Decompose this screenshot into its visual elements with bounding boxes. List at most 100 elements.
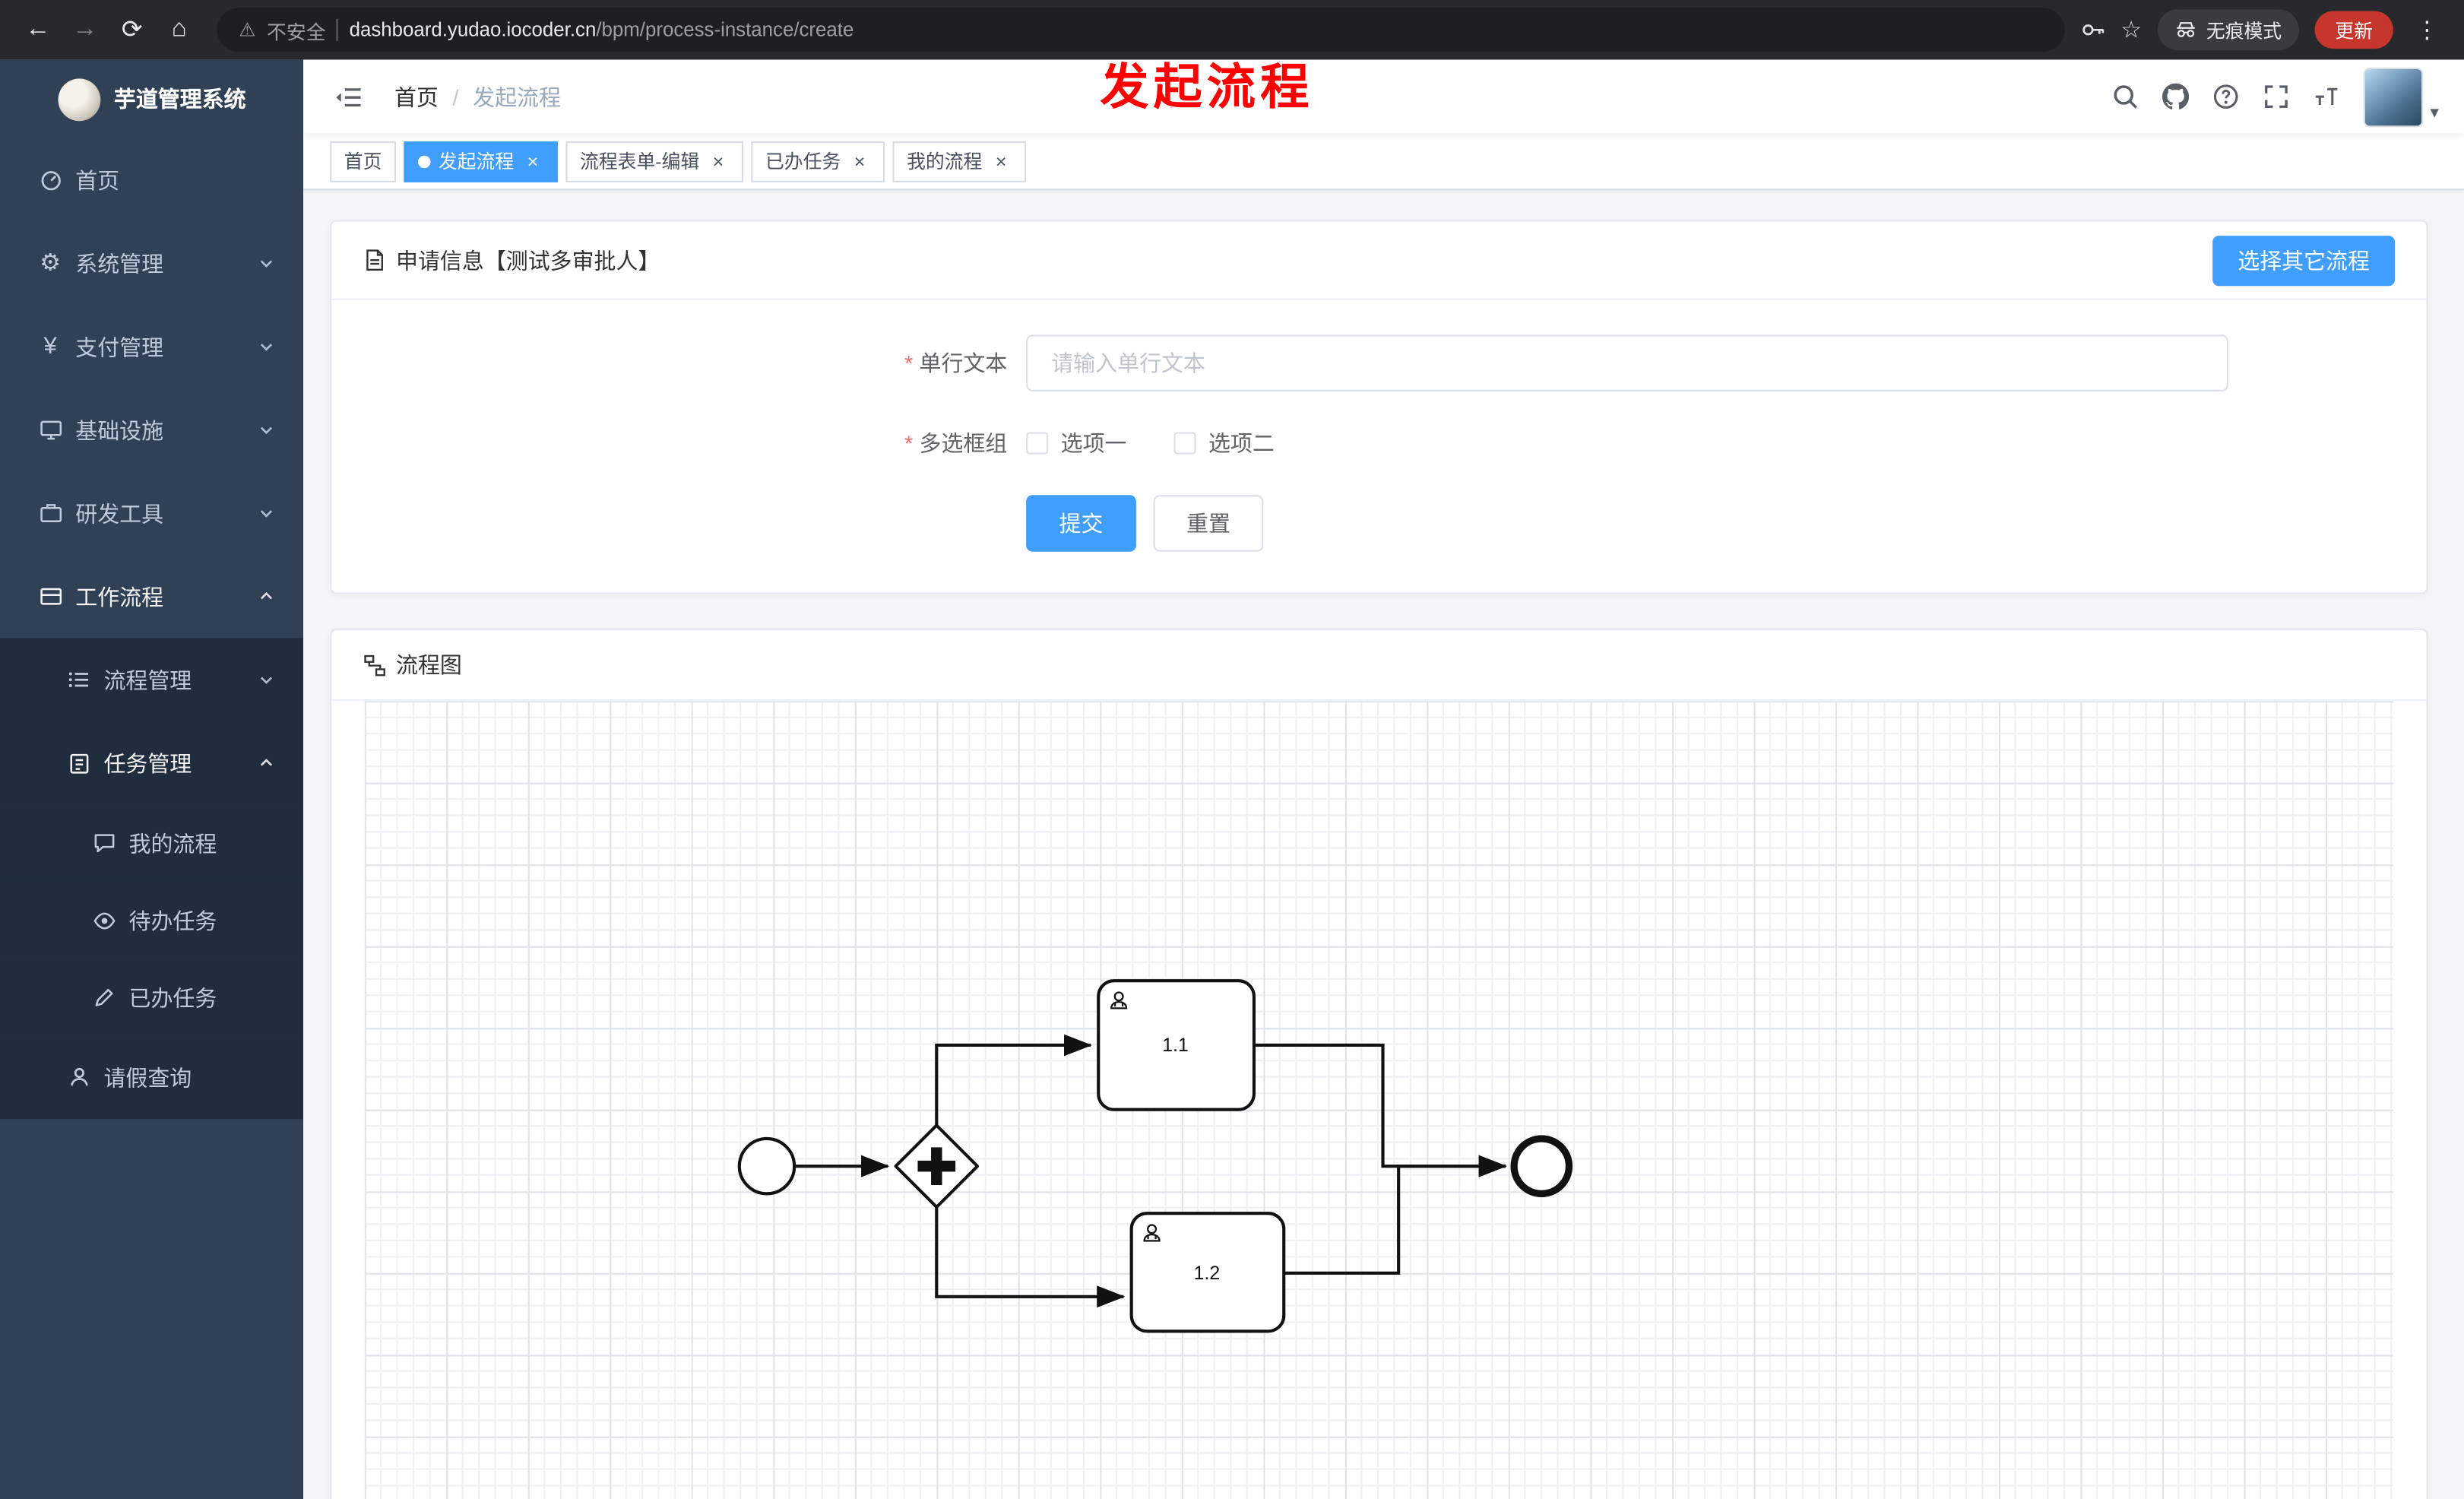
checkbox-icon <box>1026 432 1049 455</box>
sequence-flow <box>935 1206 1126 1308</box>
warning-icon: ⚠ <box>239 18 256 41</box>
font-size-icon[interactable] <box>2314 84 2340 110</box>
omnibox-separator <box>337 18 339 41</box>
select-other-process-button[interactable]: 选择其它流程 <box>2212 235 2396 286</box>
bpmn-canvas: 1.1 1.2 <box>331 701 2426 1499</box>
single-text-input[interactable] <box>1026 334 2228 391</box>
start-event[interactable] <box>737 1136 797 1196</box>
tab-initiate-process[interactable]: 发起流程 × <box>404 141 559 182</box>
process-list-icon <box>66 667 91 692</box>
field-label-single-text: 单行文本 <box>331 347 1026 379</box>
address-bar[interactable]: ⚠ 不安全 dashboard.yudao.iocoder.cn/bpm/pro… <box>217 8 2064 52</box>
incognito-label: 无痕模式 <box>2206 19 2282 42</box>
close-icon[interactable]: × <box>854 150 866 173</box>
search-icon[interactable] <box>2113 84 2139 110</box>
diagram-icon <box>363 653 387 677</box>
close-icon[interactable]: × <box>712 150 724 173</box>
end-event[interactable] <box>1510 1135 1573 1197</box>
card-title: 申请信息【测试多审批人】 <box>396 247 660 273</box>
tab-done-tasks[interactable]: 已办任务 × <box>751 141 885 182</box>
key-icon[interactable] <box>2080 17 2105 43</box>
breadcrumb-home[interactable]: 首页 <box>394 84 439 109</box>
sidebar-item-process-management[interactable]: 流程管理 <box>0 638 304 722</box>
security-label: 不安全 <box>267 21 326 43</box>
sidebar-item-system-management[interactable]: ⚙ 系统管理 <box>0 222 303 306</box>
chevron-down-icon <box>260 510 273 518</box>
sidebar-item-home[interactable]: 首页 <box>0 138 303 222</box>
form-icon <box>363 249 387 272</box>
field-label-checkbox-group: 多选框组 <box>331 427 1026 458</box>
url-path: /bpm/process-instance/create <box>596 18 854 41</box>
browser-reload-button[interactable]: ⟳ <box>121 17 143 44</box>
tab-home[interactable]: 首页 <box>330 141 397 182</box>
sidebar-item-done-tasks[interactable]: 已办任务 <box>0 959 304 1036</box>
user-task-1-2[interactable]: 1.2 <box>1129 1212 1286 1333</box>
sidebar-item-workflow[interactable]: 工作流程 <box>0 555 303 639</box>
breadcrumb-separator: / <box>452 84 459 109</box>
incognito-icon <box>2177 22 2195 37</box>
task-label: 1.1 <box>1162 1035 1188 1056</box>
hamburger-icon[interactable] <box>328 83 369 111</box>
tab-my-processes[interactable]: 我的流程 × <box>892 141 1027 182</box>
url-host: dashboard.yudao.iocoder.cn <box>349 18 597 41</box>
checkbox-option-2[interactable]: 选项二 <box>1173 427 1275 458</box>
chevron-down-icon <box>260 344 273 351</box>
chat-icon <box>91 831 116 856</box>
browser-home-button[interactable]: ⌂ <box>171 15 187 43</box>
parallel-gateway[interactable] <box>894 1123 980 1209</box>
close-icon[interactable]: × <box>995 150 1007 173</box>
gear-icon: ⚙ <box>40 249 62 277</box>
process-form: 单行文本 多选框组 选项一 选项二 <box>331 300 2426 593</box>
logo-title: 芋道管理系统 <box>113 86 246 112</box>
logo-link[interactable]: 芋道管理系统 <box>0 60 303 138</box>
tags-view: 首页 发起流程 × 流程表单-编辑 × 已办任务 × 我的流程 × <box>303 133 2464 191</box>
active-dot-icon <box>418 154 431 168</box>
sequence-flow <box>935 1034 1092 1126</box>
sidebar-item-pending-tasks[interactable]: 待办任务 <box>0 881 304 959</box>
tab-process-form-edit[interactable]: 流程表单-编辑 × <box>565 141 744 182</box>
reset-button[interactable]: 重置 <box>1153 495 1264 552</box>
sidebar-item-dev-tools[interactable]: 研发工具 <box>0 471 303 555</box>
sidebar-item-leave-query[interactable]: 请假查询 <box>0 1035 304 1120</box>
navbar-actions: ▾ <box>2113 66 2439 127</box>
checkbox-option-1[interactable]: 选项一 <box>1026 427 1126 458</box>
sequence-flow <box>1284 1155 1507 1275</box>
navbar: 首页 / 发起流程 <box>303 59 2464 134</box>
checkbox-icon <box>1173 432 1196 455</box>
browser-forward-button[interactable]: → <box>72 15 98 43</box>
browser-back-button[interactable]: ← <box>25 15 51 43</box>
caret-down-icon: ▾ <box>2430 103 2439 122</box>
pen-icon <box>91 984 116 1009</box>
monitor-icon <box>38 417 63 442</box>
help-icon[interactable] <box>2213 84 2240 110</box>
bpmn-diagram: 1.1 1.2 <box>364 701 2393 1499</box>
github-icon[interactable] <box>2162 83 2190 110</box>
sidebar-item-my-processes[interactable]: 我的流程 <box>0 804 304 882</box>
user-avatar[interactable]: ▾ <box>2364 66 2439 127</box>
user-icon <box>66 1065 91 1090</box>
main-area: 首页 / 发起流程 <box>303 59 2464 1499</box>
task-icon <box>66 750 91 775</box>
chevron-down-icon <box>260 426 273 435</box>
submit-button[interactable]: 提交 <box>1026 495 1136 552</box>
browser-menu-icon[interactable]: ⋮ <box>2415 17 2439 44</box>
sidebar: 芋道管理系统 首页 ⚙ 系统管理 ¥ 支付管理 基础设施 <box>0 59 304 1499</box>
bookmark-star-icon[interactable]: ☆ <box>2120 17 2143 44</box>
eye-icon <box>91 908 116 933</box>
fullscreen-icon[interactable] <box>2263 84 2290 110</box>
close-icon[interactable]: × <box>527 150 539 173</box>
sidebar-item-task-management[interactable]: 任务管理 <box>0 721 304 805</box>
page-content: 申请信息【测试多审批人】 选择其它流程 单行文本 多选框组 选项一 <box>303 190 2464 1499</box>
chevron-up-icon <box>260 759 273 766</box>
sidebar-item-infrastructure[interactable]: 基础设施 <box>0 388 303 472</box>
update-button[interactable]: 更新 <box>2314 11 2393 49</box>
diagram-grid <box>364 701 2393 1499</box>
form-actions: 提交 重置 <box>1026 495 2426 552</box>
chevron-down-icon <box>260 260 273 268</box>
application-info-card: 申请信息【测试多审批人】 选择其它流程 单行文本 多选框组 选项一 <box>330 220 2428 594</box>
user-task-1-1[interactable]: 1.1 <box>1097 979 1256 1111</box>
chevron-down-icon <box>260 677 273 684</box>
checkbox-group: 选项一 选项二 <box>1026 426 1322 460</box>
workflow-icon <box>38 584 63 609</box>
sidebar-item-payment-management[interactable]: ¥ 支付管理 <box>0 305 303 388</box>
